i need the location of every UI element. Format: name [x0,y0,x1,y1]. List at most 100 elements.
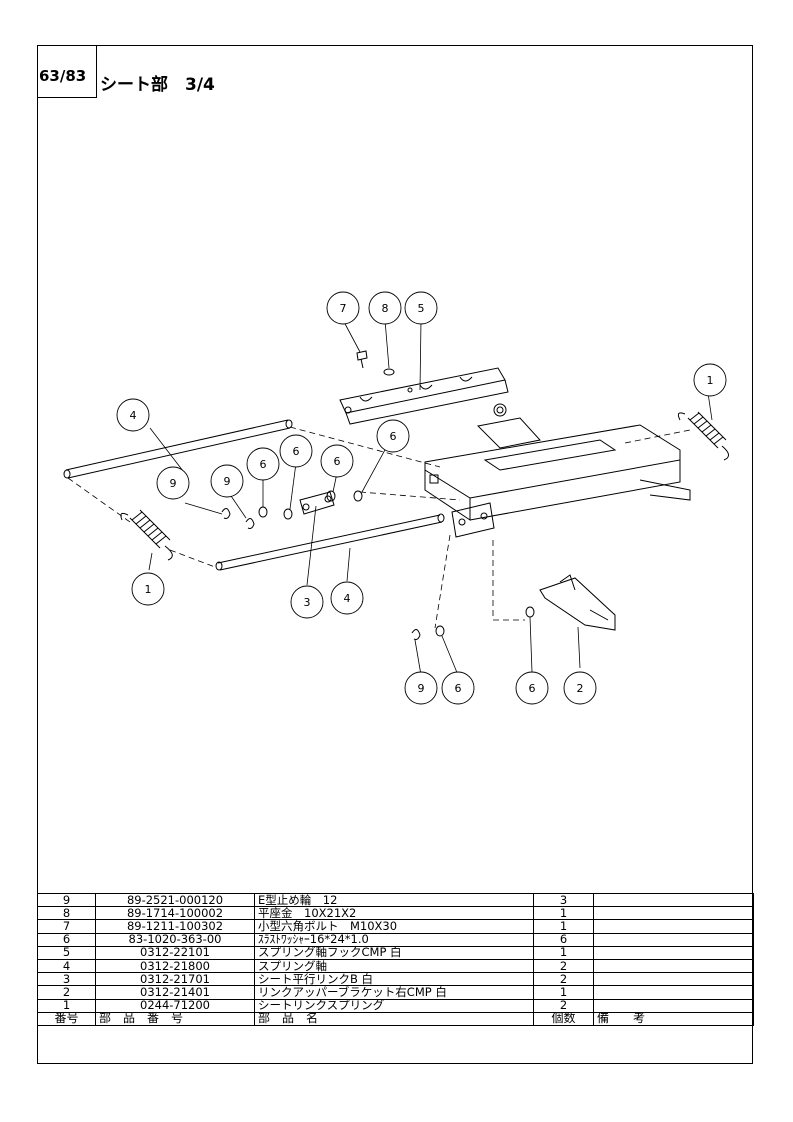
callout-label: 6 [455,682,462,695]
callout-label: 6 [334,455,341,468]
cell-no: 6 [37,932,96,947]
cell-remarks: 備 考 [593,1011,754,1026]
cell-name: ｽﾗｽﾄﾜｯｼｬｰ16*24*1.0 [254,932,534,947]
cell-part-number: 0312-21701 [95,972,255,987]
cell-remarks [593,892,754,908]
callout-label: 4 [344,592,351,605]
flat-washer [383,368,395,376]
callout-circle [376,419,410,453]
cell-part-number: 部 品 番 号 [95,1011,255,1026]
callout-label: 6 [390,430,397,443]
callout-label: 1 [707,374,714,387]
cell-qty: 2 [533,998,594,1013]
callout-circle [693,363,727,397]
cell-qty: 1 [533,906,594,921]
callout-label: 6 [529,682,536,695]
cell-qty: 1 [533,985,594,1000]
spring-shaft-upper [63,419,293,479]
link-upper-bracket [539,574,616,631]
cell-part-number: 0312-21401 [95,985,255,1000]
callout-circle [441,671,475,705]
cell-no: 1 [37,998,96,1013]
callout-circle [404,291,438,325]
cell-no: 7 [37,919,96,934]
callout-circle [515,671,549,705]
cell-remarks [593,919,754,934]
callout-circle [563,671,597,705]
callout-circle [290,585,324,619]
callout-circle [368,291,402,325]
callout-label: 6 [293,445,300,458]
cell-no: 2 [37,985,96,1000]
cell-qty: 2 [533,958,594,974]
cell-name: シート平行リンクB 白 [254,972,534,987]
callout-circle [326,291,360,325]
callout-label: 6 [260,458,267,471]
cell-name: スプリング軸フックCMP 白 [254,945,534,960]
cell-part-number: 89-2521-000120 [95,892,255,908]
cell-name: 小型六角ボルト M10X30 [254,919,534,934]
page-number: 63/83 [37,45,97,98]
callout-label: 3 [304,596,311,609]
callout-label: 2 [577,682,584,695]
cell-no: 5 [37,945,96,960]
callout-circle [320,444,354,478]
cell-name: 平座金 10X21X2 [254,906,534,921]
callout-circle [210,464,244,498]
callout-label: 9 [170,477,177,490]
cell-remarks [593,985,754,1000]
cell-name: シートリンクスプリング [254,998,534,1013]
callout-label: 1 [145,583,152,596]
callout-label: 9 [418,682,425,695]
callout-circle [279,434,313,468]
link-lower [451,502,495,538]
callout-label: 4 [130,409,137,422]
cell-part-number: 89-1714-100002 [95,906,255,921]
cell-qty: 2 [533,972,594,987]
callout-label: 8 [382,302,389,315]
table-header-row: 番号部 品 番 号部 品 名個数備 考 [37,1011,754,1026]
cell-remarks [593,945,754,960]
cell-name: スプリング軸 [254,958,534,974]
parallel-link-b [299,491,335,515]
seat-main-plate [424,403,691,521]
cell-qty: 1 [533,945,594,960]
cell-name: E型止め輪 12 [254,892,534,908]
hex-bolt [356,350,368,369]
cell-part-number: 83-1020-363-00 [95,932,255,947]
callout-circle [156,466,190,500]
page-title: シート部 3/4 [100,75,215,95]
cell-part-number: 0312-21800 [95,958,255,974]
callout-label: 9 [224,475,231,488]
cell-qty: 3 [533,892,594,908]
cell-part-number: 0244-71200 [95,998,255,1013]
callout-circle [246,447,280,481]
cell-remarks [593,958,754,974]
cell-no: 4 [37,958,96,974]
callout-label: 5 [418,302,425,315]
dashed-guide-lines [67,426,691,629]
cell-name: 部 品 名 [254,1011,534,1026]
seat-link-spring-right [677,411,729,461]
callout-circle [131,572,165,606]
cell-no: 9 [37,892,96,908]
callout-circle [116,398,150,432]
spring-shaft-lower [215,513,445,571]
callout-leaders [148,319,713,676]
callout-label: 7 [340,302,347,315]
callout-bubbles: 7 8 5 1 4 6 6 6 6 9 9 1 3 4 9 6 6 2 [116,291,727,705]
e-rings [221,508,421,640]
seat-link-spring-left [120,509,173,561]
cell-remarks [593,932,754,947]
cell-no: 番号 [37,1011,96,1026]
cell-part-number: 89-1211-100302 [95,919,255,934]
cell-name: リンクアッパーブラケット右CMP 白 [254,985,534,1000]
